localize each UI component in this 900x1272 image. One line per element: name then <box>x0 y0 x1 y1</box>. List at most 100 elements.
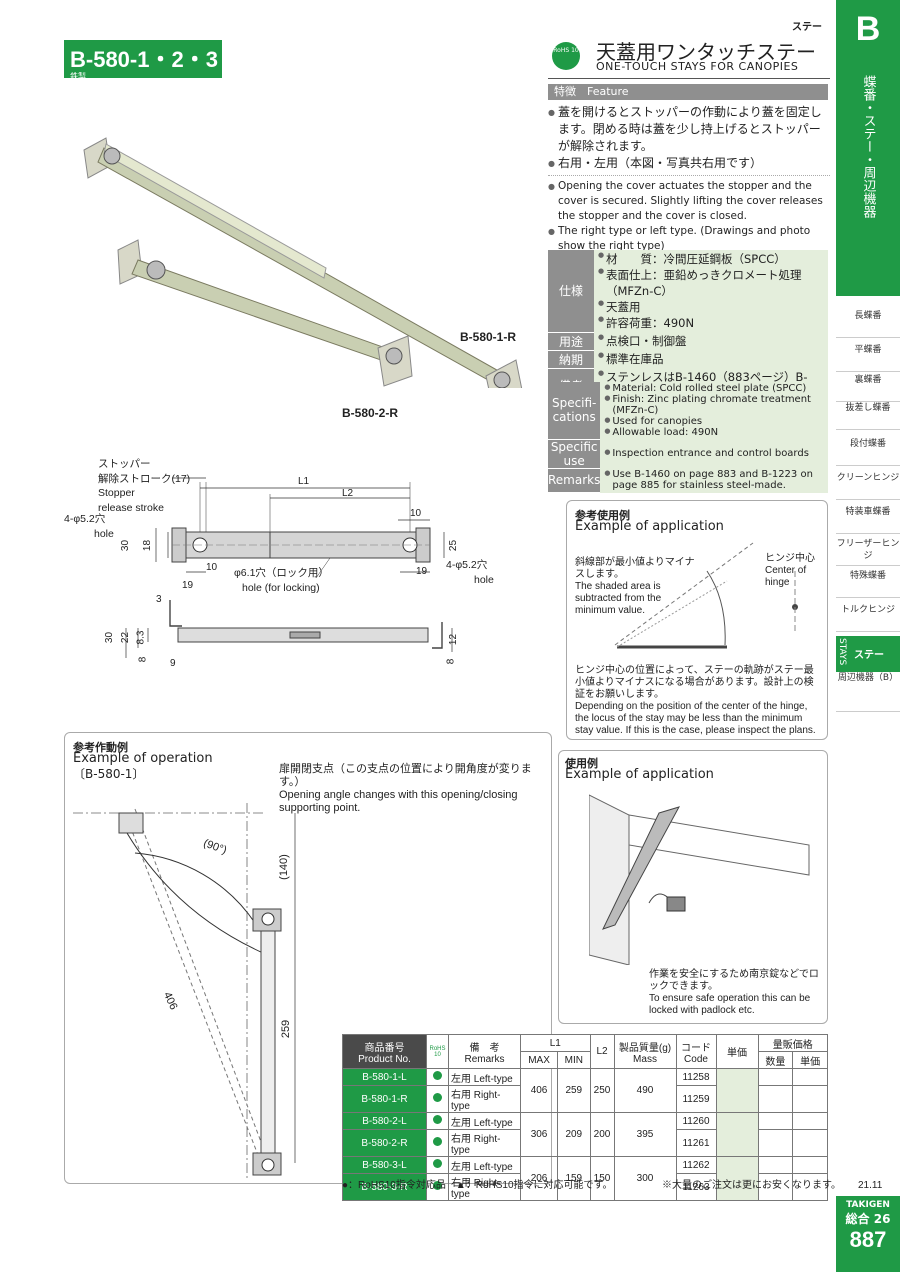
legend: ●：RoHS10指令対応品 ▲：RoHS10指令に対応可能です。 <box>342 1180 613 1191</box>
code-cell: 11263 <box>675 1173 717 1201</box>
rohs-dot-icon <box>433 1181 442 1190</box>
sidebar-item[interactable]: フリーザーヒンジ <box>836 538 900 566</box>
sidebar-item[interactable]: 周辺機器（B） <box>836 672 900 712</box>
hole-left: 4-φ5.2穴 hole <box>64 512 114 541</box>
th-l1: L1 <box>520 1034 591 1052</box>
hole-right-jp: 4-φ5.2穴 <box>446 559 488 571</box>
sidebar-item[interactable]: 特殊蝶番 <box>836 570 900 598</box>
product-no-cell: B-580-2-R <box>342 1129 427 1157</box>
spec-label: 用途 <box>548 332 594 351</box>
dim-l1: L1 <box>298 476 310 487</box>
product-no-cell: B-580-2-L <box>342 1112 427 1130</box>
sidebar-item[interactable]: 平蝶番 <box>836 344 900 372</box>
footer-brand: TAKIGEN <box>846 1200 890 1210</box>
rohs-dot-icon <box>433 1093 442 1102</box>
bullet-icon: ● <box>598 369 605 377</box>
spec-table-en: Specifi-cations●Material: Cold rolled st… <box>548 382 828 493</box>
code-cell: 11262 <box>675 1156 717 1174</box>
bulk-qty-cell <box>757 1068 794 1086</box>
operation-box: 参考作動例 Example of operation 〔B-580-1〕 扉開閉… <box>64 732 552 1184</box>
th-product-jp: 商品番号 <box>364 1042 405 1054</box>
group-min-cell: 209 <box>557 1112 591 1157</box>
th-product-en: Product No. <box>358 1053 411 1065</box>
app1-note-jp: ヒンジ中心の位置によって、ステーの軌跡がステー最小値よりマイナスになる場合があり… <box>575 665 814 700</box>
spec-item: ●許容荷重：490N <box>598 315 695 330</box>
hole-left-en: hole <box>94 527 114 540</box>
sidebar-item[interactable]: クリーンヒンジ <box>836 472 900 500</box>
model-header: B-580-1・2・3 鉄製 <box>64 40 222 81</box>
dim-19-left: 19 <box>182 580 194 591</box>
spec-item: ●標準在庫品 <box>598 351 664 366</box>
op-title-en: Example of operation <box>73 751 213 766</box>
sidebar-item[interactable]: 裏蝶番 <box>836 374 900 402</box>
op-pivot: 扉開閉支点（この支点の位置により開角度が変ります。） Opening angle… <box>279 763 549 815</box>
rohs-dot-cell <box>426 1129 449 1157</box>
app1-title-en: Example of application <box>575 519 724 534</box>
th-code-jp: コード <box>681 1042 711 1054</box>
hole-right-en: hole <box>474 573 494 586</box>
feature-en-1: Opening the cover actuates the stopper a… <box>548 179 830 224</box>
bulk-price-cell <box>792 1068 828 1086</box>
category-label: ステー <box>792 22 822 33</box>
spec-item: ●材 質：冷間圧延鋼板（SPCC） <box>598 251 786 266</box>
th-qty: 数量 <box>757 1051 794 1069</box>
code-cell: 11260 <box>675 1112 717 1130</box>
th-code-en: Code <box>684 1053 708 1065</box>
bullet-icon: ● <box>598 315 605 323</box>
app1-box: 参考使用例 Example of application 斜線部が最小値よりマイ… <box>566 500 828 740</box>
sidebar-item[interactable]: 長蝶番 <box>836 310 900 338</box>
product-no-cell: B-580-1-R <box>342 1085 427 1113</box>
footer-page-block: TAKIGEN 総合 26 887 <box>836 1196 900 1272</box>
rohs-dot-cell <box>426 1156 449 1174</box>
sidebar-item[interactable]: 段付蝶番 <box>836 438 900 466</box>
dim-10-top: 10 <box>410 508 422 519</box>
dim-25: 25 <box>448 539 460 552</box>
sidebar-active[interactable]: STAYS ステー <box>836 636 900 672</box>
bulk-qty-cell <box>757 1085 794 1113</box>
op-title-jp: 参考作動例 <box>73 741 128 754</box>
title-jp: 天蓋用ワンタッチステー <box>596 40 816 64</box>
bullet-icon: ● <box>604 427 611 435</box>
app2-title-jp: 使用例 <box>565 757 598 770</box>
spec-item: ●Finish: Zinc plating chromate treatment… <box>604 394 811 416</box>
app2-note-jp: 作業を安全にするため南京錠などでロックできます。 <box>649 969 819 992</box>
spec-values: ●点検口・制御盤 <box>594 332 828 350</box>
product-photo-2 <box>117 239 413 387</box>
feature-list: 蓋を開けるとストッパーの作動により蓋を固定します。閉める時は蓋を少し持上げるとス… <box>548 104 830 254</box>
app2-note: 作業を安全にするため南京錠などでロックできます。 To ensure safe … <box>649 969 825 1017</box>
bullet-icon: ● <box>604 383 611 391</box>
app1-note: ヒンジ中心の位置によって、ステーの軌跡がステー最小値よりマイナスになる場合があり… <box>575 665 823 737</box>
rohs-dot-cell <box>426 1112 449 1130</box>
feature-en-2: The right type or left type. (Drawings a… <box>548 224 830 254</box>
group-mass-cell: 395 <box>613 1112 677 1157</box>
dim-l2: L2 <box>342 488 354 499</box>
th-l2: L2 <box>589 1034 615 1069</box>
th-rohs-text: RoHS 10 <box>429 1045 446 1058</box>
app1-hinge: ヒンジ中心 Center of hinge <box>765 553 825 589</box>
th-max: MAX <box>519 1051 559 1069</box>
dim-8-3: 8.3 <box>135 630 147 645</box>
rohs-dot-icon <box>433 1071 442 1080</box>
bulk-price-cell <box>792 1173 828 1201</box>
th-unit: 単価 <box>715 1034 759 1069</box>
dim-19-right: 19 <box>416 566 428 577</box>
sidebar-active-tab: STAYS <box>837 638 847 666</box>
sidebar-item[interactable]: 特装車蝶番 <box>836 506 900 534</box>
app1-shaded-en: The shaded area is subtracted from the m… <box>575 581 662 616</box>
sidebar-item[interactable]: トルクヒンジ <box>836 604 900 632</box>
stroke-dim: (17) <box>171 472 191 485</box>
group-l2-cell: 150 <box>589 1156 615 1201</box>
rohs-dot-icon <box>433 1137 442 1146</box>
product-no-cell: B-580-3-R <box>342 1173 427 1201</box>
sidebar-item[interactable]: 抜差し蝶番 <box>836 402 900 430</box>
sidebar-letter-block: B 蝶番・ステー・周辺機器 <box>836 0 900 296</box>
th-bulk: 量販価格 <box>757 1034 828 1052</box>
bulk-price-cell <box>792 1156 828 1174</box>
spec-values: ●Material: Cold rolled steel plate (SPCC… <box>600 382 828 439</box>
rohs-badge: RoHS 10 <box>552 42 580 70</box>
dim-8b: 8 <box>445 658 457 665</box>
